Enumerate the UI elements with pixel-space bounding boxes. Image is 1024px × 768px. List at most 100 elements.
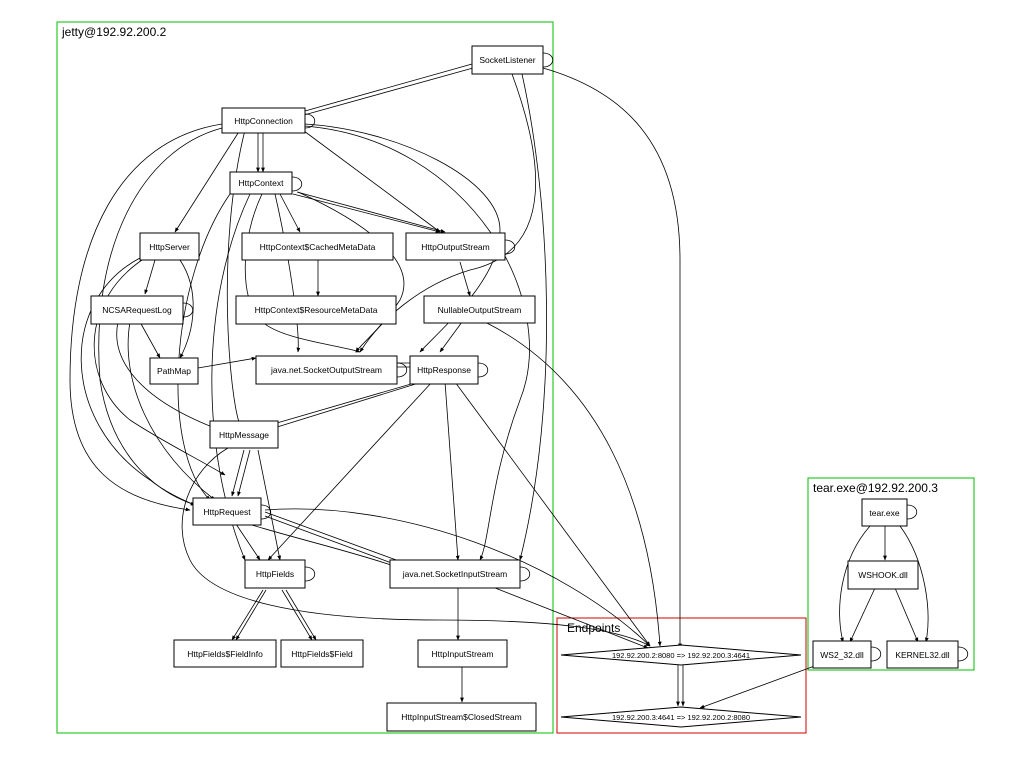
edge: [174, 129, 241, 233]
edge: [285, 589, 317, 641]
edge: [484, 321, 662, 647]
node-label: WSHOOK.dll: [858, 570, 908, 580]
edge: [439, 321, 463, 353]
edge: [444, 381, 460, 561]
edge: [269, 381, 419, 426]
node-label: NullableOutputStream: [438, 305, 522, 315]
node-field-info: HttpFields$FieldInfo: [173, 639, 277, 668]
edge: [244, 193, 361, 353]
self-loop: [291, 176, 303, 192]
node-label: java.net.SocketInputStream: [402, 569, 507, 579]
self-loop: [504, 239, 516, 255]
node-http-message: HttpMessage: [209, 420, 279, 449]
edge: [264, 515, 406, 569]
node-ws2-32: WS2_32.dll: [812, 640, 872, 669]
edge: [299, 127, 441, 233]
edge: [297, 191, 405, 353]
edge: [264, 508, 651, 647]
edge: [257, 449, 282, 561]
node-label: HttpResponse: [417, 365, 471, 375]
node-label: HttpFields: [256, 569, 294, 579]
node-socket-input-stream: java.net.SocketInputStream: [389, 559, 521, 589]
self-loop: [260, 504, 272, 520]
node-http-server: HttpServer: [139, 232, 200, 261]
edge: [304, 63, 473, 112]
node-closed-stream: HttpInputStream$ClosedStream: [386, 702, 537, 732]
edge: [235, 589, 267, 641]
node-resource-meta-data: HttpContext$ResourceMetaData: [235, 295, 397, 325]
edge: [116, 321, 221, 431]
node-tear-exe: tear.exe: [861, 498, 908, 527]
self-loop: [182, 302, 194, 318]
self-loop: [519, 566, 531, 582]
edge: [519, 73, 547, 561]
edge: [279, 193, 301, 233]
node-ncsa-request-log: NCSARequestLog: [90, 295, 184, 325]
node-label: HttpConnection: [234, 116, 293, 126]
node-nullable-output-stream: NullableOutputStream: [423, 295, 536, 324]
edge: [304, 125, 530, 561]
node-label: HttpOutputStream: [421, 242, 490, 252]
node-label: SocketListener: [479, 55, 535, 65]
edge: [296, 191, 446, 233]
self-loop: [542, 52, 554, 68]
cluster-jetty: [56, 21, 554, 734]
node-label: 192.92.200.2:8080 => 192.92.200.3:4641: [612, 651, 750, 660]
node-http-output-stream: HttpOutputStream: [405, 232, 506, 261]
edge: [98, 127, 223, 506]
self-loop: [477, 362, 489, 378]
edge: [181, 447, 651, 647]
node-http-request: HttpRequest: [192, 497, 262, 526]
edge: [231, 589, 264, 641]
node-http-connection: HttpConnection: [221, 107, 306, 134]
self-loop: [870, 646, 882, 662]
node-path-map: PathMap: [149, 357, 199, 385]
node-label: HttpContext$CachedMetaData: [260, 242, 376, 252]
node-label: PathMap: [157, 366, 191, 376]
edge: [231, 449, 245, 497]
edge: [197, 356, 257, 369]
cluster-jetty-label: jetty@192.92.200.2: [61, 25, 167, 39]
edge: [144, 259, 156, 295]
self-loop: [304, 566, 316, 582]
edge: [235, 523, 261, 561]
edge: [899, 525, 929, 643]
self-loop: [906, 504, 918, 520]
edge: [273, 381, 423, 429]
edge: [69, 123, 223, 512]
edge: [264, 511, 411, 566]
edge: [542, 67, 682, 649]
node-label: HttpFields$FieldInfo: [187, 649, 263, 659]
node-field: HttpFields$Field: [280, 639, 364, 668]
cluster-tear: [807, 477, 975, 671]
edges: [69, 63, 929, 709]
node-cached-meta-data: HttpContext$CachedMetaData: [241, 232, 394, 261]
edge: [281, 589, 313, 641]
edge: [80, 257, 401, 569]
node-label: HttpContext$ResourceMetaData: [255, 305, 378, 315]
node-http-input-stream: HttpInputStream: [417, 639, 508, 668]
node-endpoint-2: 192.92.200.3:4641 => 192.92.200.2:8080: [560, 706, 802, 728]
node-label: HttpMessage: [219, 430, 269, 440]
edge: [849, 587, 876, 643]
self-loops: [182, 52, 969, 662]
node-label: HttpInputStream: [432, 649, 494, 659]
node-label: NCSARequestLog: [102, 305, 172, 315]
node-label: WS2_32.dll: [820, 650, 864, 660]
node-http-fields: HttpFields: [244, 559, 306, 589]
node-socket-output-stream: java.net.SocketOutputStream: [255, 355, 398, 385]
node-label: HttpContext: [239, 178, 285, 188]
edge: [237, 449, 251, 497]
self-loop: [304, 113, 316, 129]
cluster-tear-label: tear.exe@192.92.200.3: [813, 481, 938, 495]
edge: [267, 381, 433, 561]
edge: [127, 321, 216, 501]
edge: [489, 585, 649, 649]
edge: [303, 67, 474, 116]
self-loop: [957, 646, 969, 662]
edge: [459, 261, 471, 297]
node-label: 192.92.200.3:4641 => 192.92.200.2:8080: [612, 713, 750, 722]
node-kernel32: KERNEL32.dll: [886, 640, 959, 669]
node-wshook: WSHOOK.dll: [847, 560, 919, 590]
